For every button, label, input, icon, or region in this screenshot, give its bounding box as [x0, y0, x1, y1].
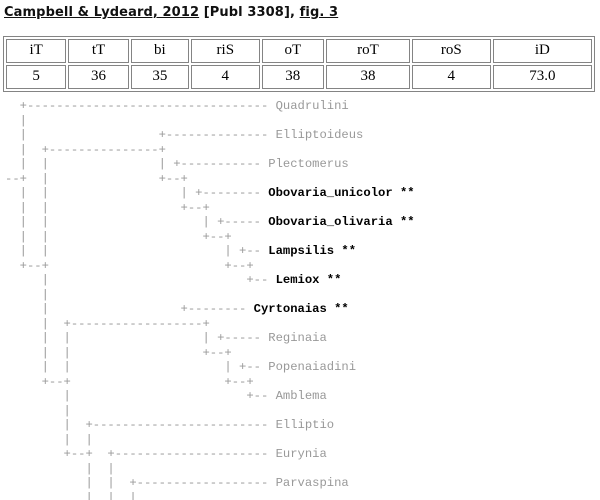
tree-branch: | | | +----------- — [5, 157, 269, 171]
tree-branch: +--------------------------------- — [5, 99, 276, 113]
tree-branch: | +-------------- — [5, 128, 276, 142]
page-title: Campbell & Lydeard, 2012 [Publ 3308], fi… — [4, 5, 600, 20]
stat-header-roS: roS — [411, 39, 491, 63]
tree-branch: | +-------- — [5, 302, 254, 316]
tree-branch: | +-- — [5, 389, 276, 403]
taxon-label-highlighted: Obovaria_olivaria ** — [268, 215, 415, 229]
stat-header-roT: roT — [325, 39, 410, 63]
tree-branch: | | | +-------- — [5, 186, 269, 200]
phylo-tree-ascii: +--------------------------------- Quadr… — [5, 99, 600, 500]
tree-branch: | +-- — [5, 273, 276, 287]
tree-branch: | — [5, 403, 71, 418]
stat-header-bi: bi — [130, 39, 190, 63]
stat-header-riS: riS — [191, 39, 260, 63]
tree-branch: | | +------------------ — [5, 476, 276, 490]
tree-branch: +--+ +--------------------- — [5, 447, 276, 461]
stat-value-iD: 73.0 — [492, 65, 592, 89]
tree-branch: +--+ +--+ — [5, 258, 254, 273]
tree-branch: +--+ +--+ — [5, 374, 254, 389]
taxon-label: Elliptoideus — [275, 128, 364, 142]
taxon-label: Plectomerus — [268, 157, 349, 171]
taxon-label-highlighted: Lampsilis ** — [268, 244, 357, 258]
figure-link[interactable]: fig. 3 — [299, 5, 339, 20]
tree-branch: | | | — [5, 490, 137, 500]
taxon-label-highlighted: Lemiox ** — [275, 273, 342, 287]
tree-branch: | | | +----- — [5, 215, 269, 229]
taxon-label-highlighted: Cyrtonaias ** — [253, 302, 349, 316]
taxon-label: Eurynia — [275, 447, 327, 461]
taxon-label-highlighted: Obovaria_unicolor ** — [268, 186, 415, 200]
taxon-label: Popenaiadini — [268, 360, 357, 374]
tree-branch: | | +--+ — [5, 200, 210, 215]
stat-value-roT: 38 — [325, 65, 410, 89]
tree-branch: | | | +----- — [5, 331, 269, 345]
tree-branch: | | | +-- — [5, 360, 269, 374]
taxon-label: Parvaspina — [275, 476, 349, 490]
tree-branch: | — [5, 113, 27, 128]
tree-branch: | | +--+ — [5, 345, 232, 360]
stat-value-riS: 4 — [191, 65, 260, 89]
tree-branch: | | | +-- — [5, 244, 269, 258]
tree-branch: | +---------------+ — [5, 142, 166, 157]
tree-branch: | — [5, 287, 49, 302]
stat-header-iD: iD — [492, 39, 592, 63]
stat-header-iT: iT — [6, 39, 67, 63]
taxon-label: Amblema — [275, 389, 327, 403]
stat-value-tT: 36 — [68, 65, 129, 89]
taxon-label: Reginaia — [268, 331, 327, 345]
stat-header-oT: oT — [261, 39, 324, 63]
stat-value-oT: 38 — [261, 65, 324, 89]
publication-ref-text: [Publ 3308], — [199, 5, 300, 20]
tree-branch: | | — [5, 461, 115, 476]
taxon-label: Quadrulini — [275, 99, 349, 113]
tree-branch: | +------------------------ — [5, 418, 276, 432]
tree-branch: | | +--+ — [5, 229, 232, 244]
tree-stats-table: iT tT bi riS oT roT roS iD 5 36 35 4 38 … — [3, 36, 595, 92]
tree-branch: | +------------------+ — [5, 316, 210, 331]
stats-header-row: iT tT bi riS oT roT roS iD — [6, 39, 592, 63]
stats-value-row: 5 36 35 4 38 38 4 73.0 — [6, 65, 592, 89]
stat-value-bi: 35 — [130, 65, 190, 89]
stat-value-iT: 5 — [6, 65, 67, 89]
tree-branch: | | — [5, 432, 93, 447]
publication-link[interactable]: Campbell & Lydeard, 2012 — [4, 5, 200, 20]
tree-branch: --+ | +--+ — [5, 171, 188, 186]
stat-value-roS: 4 — [411, 65, 491, 89]
taxon-label: Elliptio — [275, 418, 335, 432]
stat-header-tT: tT — [68, 39, 129, 63]
